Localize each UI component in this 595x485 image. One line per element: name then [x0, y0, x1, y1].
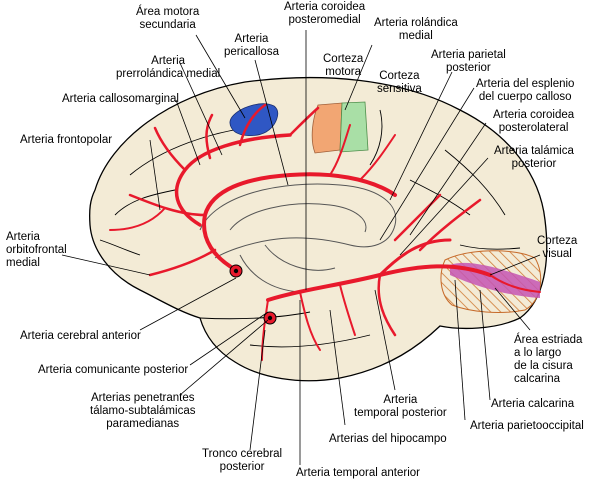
label-area-estriada: Área estriada a lo largo de la cisura ca…	[514, 334, 583, 385]
label-prerrolandica: Arteria prerrolándica medial	[116, 55, 221, 80]
label-corteza-visual: Corteza visual	[537, 235, 578, 260]
label-coroidea-post-medial: Arteria coroidea posteromedial	[284, 1, 366, 26]
label-hipocampo: Arterias del hipocampo	[329, 433, 447, 445]
label-comunicante-posterior: Arteria comunicante posterior	[38, 364, 189, 376]
label-rolandica-medial: Arteria rolándica medial	[374, 17, 458, 42]
label-corteza-motora: Corteza motora	[323, 53, 364, 78]
label-motor-secondary: Área motora secundaria	[136, 6, 200, 31]
label-parietooccipital: Arteria parietooccipital	[470, 420, 584, 432]
label-calcarina: Arteria calcarina	[491, 398, 575, 410]
motor-secondary-area	[229, 103, 279, 136]
arteries	[109, 103, 541, 361]
sensory-cortex-area	[339, 101, 369, 153]
label-penetrantes: Arterias penetrantes tálamo-subtalámicas…	[90, 392, 196, 430]
label-tronco-cerebral-posterior: Tronco cerebral posterior	[202, 448, 283, 473]
label-corteza-sensitiva: Corteza sensitiva	[377, 70, 422, 95]
label-cerebral-anterior: Arteria cerebral anterior	[20, 330, 141, 342]
label-frontopolar: Arteria frontopolar	[20, 134, 113, 146]
label-pericallosa: Arteria pericallosa	[224, 33, 279, 58]
label-callosomarginal: Arteria callosomarginal	[62, 93, 179, 105]
leader-lines	[61, 30, 541, 465]
label-coroidea-post-lateral: Arteria coroidea posterolateral	[493, 109, 575, 134]
artery-origins	[229, 264, 277, 325]
label-talamica-posterior: Arteria talámica posterior	[494, 145, 574, 170]
label-temporal-posterior: Arteria temporal posterior	[354, 394, 447, 419]
label-temporal-anterior: Arteria temporal anterior	[296, 467, 420, 479]
label-orbitofrontal: Arteria orbitofrontal medial	[6, 231, 67, 269]
motor-cortex-area	[311, 102, 343, 154]
label-parietal-posterior: Arteria parietal posterior	[431, 49, 506, 74]
corpus-callosum	[199, 183, 397, 293]
label-esplenio: Arteria del esplenio del cuerpo calloso	[476, 78, 575, 103]
